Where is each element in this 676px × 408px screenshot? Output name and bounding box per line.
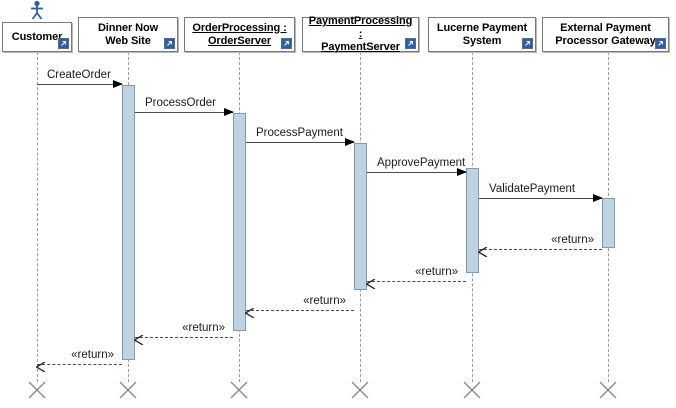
arrowhead-filled-icon: [113, 80, 123, 88]
message-label-msg-process-payment: ProcessPayment: [256, 127, 343, 139]
lifeline-header-customer[interactable]: Customer: [2, 22, 72, 52]
message-msg-create-order[interactable]: CreateOrder: [37, 69, 123, 88]
activation-bar-paymentprocessing-paymentserver[interactable]: [354, 143, 367, 290]
message-label-msg-return-lucerne-to-paymentserver: «return»: [415, 266, 458, 278]
message-label-msg-validate-payment: ValidatePayment: [489, 183, 576, 195]
message-msg-return-orderserver-to-dinner-now[interactable]: «return»: [133, 322, 233, 346]
message-msg-return-gateway-to-lucerne[interactable]: «return»: [477, 234, 602, 258]
lifeline-termination-x-customer: [27, 380, 47, 400]
message-msg-return-paymentserver-to-orderserver[interactable]: «return»: [244, 295, 354, 319]
open-in-new-icon[interactable]: [405, 38, 416, 49]
lifeline-customer: [37, 52, 38, 382]
arrowhead-open-icon: [244, 305, 255, 319]
lifeline-header-paymentprocessing-paymentserver[interactable]: PaymentProcessing :PaymentServer: [302, 15, 419, 53]
message-msg-return-dinner-now-to-customer[interactable]: «return»: [35, 349, 122, 373]
lifeline-termination-x-external-payment-processor-gateway: [598, 380, 618, 400]
lifeline-label-orderprocessing-orderserver: OrderProcessing :OrderServer: [192, 21, 287, 47]
open-in-new-icon[interactable]: [58, 38, 69, 49]
message-line: [135, 337, 233, 338]
lifeline-termination-x-orderprocessing-orderserver: [229, 380, 249, 400]
message-msg-process-payment[interactable]: ProcessPayment: [246, 127, 355, 146]
arrowhead-filled-icon: [224, 108, 234, 116]
message-label-msg-return-orderserver-to-dinner-now: «return»: [182, 322, 225, 334]
arrowhead-filled-icon: [593, 194, 603, 202]
arrowhead-open-icon: [35, 359, 46, 373]
message-label-msg-create-order: CreateOrder: [47, 69, 111, 81]
lifeline-label-customer: Customer: [11, 30, 63, 43]
message-msg-approve-payment[interactable]: ApprovePayment: [367, 157, 467, 176]
message-line: [246, 310, 354, 311]
activation-bar-external-payment-processor-gateway[interactable]: [602, 198, 615, 248]
message-msg-process-order[interactable]: ProcessOrder: [135, 97, 234, 116]
message-label-msg-process-order: ProcessOrder: [145, 97, 216, 109]
message-line: [135, 112, 233, 113]
message-line: [37, 84, 122, 85]
lifeline-termination-x-dinner-now-web-site: [118, 380, 138, 400]
message-label-msg-return-gateway-to-lucerne: «return»: [551, 234, 594, 246]
lifeline-label-paymentprocessing-paymentserver: PaymentProcessing :PaymentServer: [308, 15, 413, 53]
activation-bar-dinner-now-web-site[interactable]: [122, 85, 135, 360]
actor-icon: [26, 0, 48, 20]
message-line: [479, 249, 602, 250]
message-msg-return-lucerne-to-paymentserver[interactable]: «return»: [365, 266, 466, 290]
message-line: [37, 364, 122, 365]
message-label-msg-approve-payment: ApprovePayment: [377, 157, 466, 169]
message-line: [367, 172, 466, 173]
open-in-new-icon[interactable]: [522, 38, 533, 49]
arrowhead-open-icon: [477, 244, 488, 258]
arrowhead-open-icon: [365, 276, 376, 290]
open-in-new-icon[interactable]: [281, 38, 292, 49]
open-in-new-icon[interactable]: [164, 38, 175, 49]
lifeline-termination-x-lucerne-payment-system: [462, 380, 482, 400]
arrowhead-filled-icon: [457, 168, 467, 176]
message-label-msg-return-dinner-now-to-customer: «return»: [71, 349, 114, 361]
arrowhead-open-icon: [133, 332, 144, 346]
lifeline-header-orderprocessing-orderserver[interactable]: OrderProcessing :OrderServer: [184, 17, 295, 52]
message-line: [479, 198, 602, 199]
lifeline-termination-x-paymentprocessing-paymentserver: [350, 380, 370, 400]
message-line: [246, 142, 354, 143]
message-label-msg-return-paymentserver-to-orderserver: «return»: [303, 295, 346, 307]
activation-bar-orderprocessing-orderserver[interactable]: [233, 113, 246, 331]
open-in-new-icon[interactable]: [655, 38, 666, 49]
activation-bar-lucerne-payment-system[interactable]: [466, 168, 479, 273]
message-line: [367, 281, 466, 282]
arrowhead-filled-icon: [345, 138, 355, 146]
message-msg-validate-payment[interactable]: ValidatePayment: [479, 183, 603, 202]
